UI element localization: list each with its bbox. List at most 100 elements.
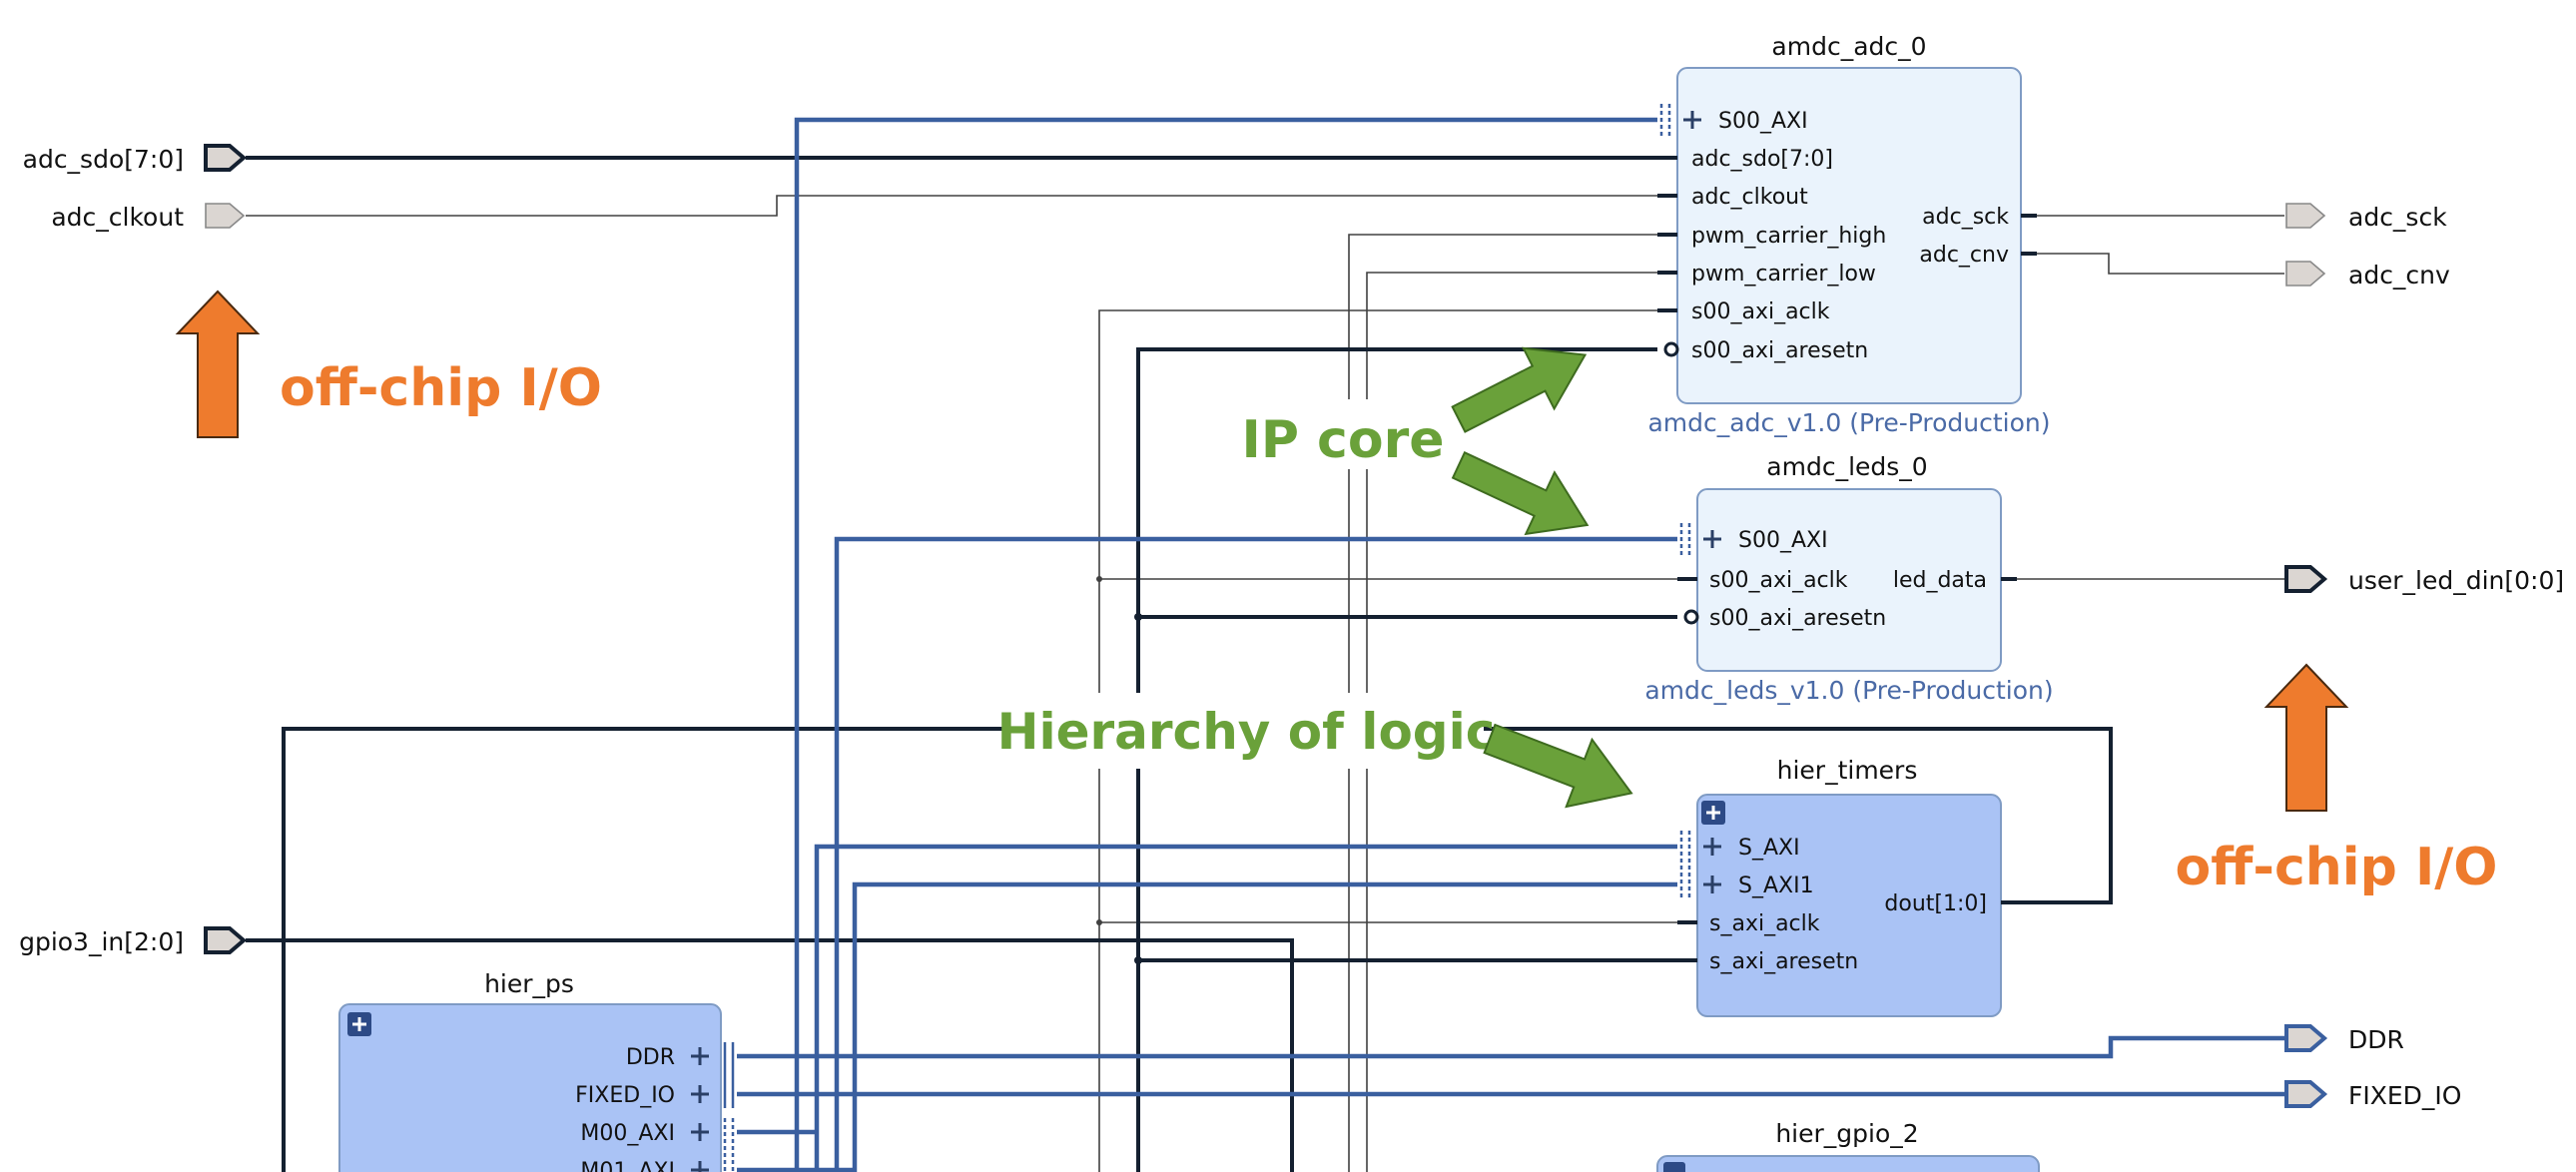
timers-port-dout[interactable]: dout[1:0] xyxy=(1884,891,1987,916)
adc-port-pwm-carrier-low[interactable]: pwm_carrier_low xyxy=(1691,262,1876,287)
block-hier-gpio-title: hier_gpio_2 xyxy=(1775,1119,1918,1148)
port-adc-clkout-label: adc_clkout xyxy=(51,203,184,232)
port-ddr[interactable]: DDR xyxy=(2284,1024,2404,1054)
bus-nets xyxy=(737,117,2284,1172)
expand-hierarchy-button[interactable] xyxy=(1701,801,1725,825)
wires xyxy=(246,117,2284,1172)
arrow-up-icon xyxy=(175,290,261,438)
annotation-offchip-left: off-chip I/O xyxy=(280,358,602,418)
adc-port-adc-sdo[interactable]: adc_sdo[7:0] xyxy=(1691,147,1833,172)
dark-nets xyxy=(246,156,2113,1172)
port-adc-sck[interactable]: adc_sck xyxy=(2285,203,2447,232)
port-ddr-label: DDR xyxy=(2348,1025,2404,1054)
port-gpio3-in[interactable]: gpio3_in[2:0] xyxy=(19,926,248,956)
arrow-right-icon xyxy=(1451,346,1588,433)
net-adc-cnv[interactable] xyxy=(2029,253,2284,275)
annotation-hierarchy: Hierarchy of logic xyxy=(997,703,1496,761)
inverted-input-icon xyxy=(1683,609,1699,625)
timers-port-s-axi1[interactable]: S_AXI1 xyxy=(1738,874,1814,898)
ps-port-ddr[interactable]: DDR xyxy=(626,1045,675,1070)
block-amdc-leds-subtitle: amdc_leds_v1.0 (Pre-Production) xyxy=(1644,676,2053,705)
expand-hierarchy-button[interactable] xyxy=(1663,1162,1685,1172)
port-gpio3-in-icon xyxy=(204,926,248,954)
port-adc-sck-label: adc_sck xyxy=(2348,203,2447,232)
adc-port-s00-axi[interactable]: S00_AXI xyxy=(1718,109,1808,134)
port-fixed-io-label: FIXED_IO xyxy=(2348,1081,2461,1110)
adc-port-adc-clkout[interactable]: adc_clkout xyxy=(1691,185,1808,210)
arrow-right-icon xyxy=(1483,723,1633,809)
arrow-up-icon xyxy=(2263,663,2349,812)
block-hier-ps[interactable]: hier_ps DDR FIXED_IO M00_AXI M01_AXI xyxy=(338,969,735,1172)
port-user-led-din[interactable]: user_led_din[0:0] xyxy=(2284,565,2564,595)
bus-connector-icon xyxy=(1679,523,1691,555)
bus-connector-icon xyxy=(1679,831,1691,900)
port-fixed-io-icon xyxy=(2284,1080,2328,1108)
arrow-right-icon xyxy=(1451,450,1590,536)
block-hier-gpio-body xyxy=(1656,1155,2040,1172)
ps-port-fixed-io[interactable]: FIXED_IO xyxy=(575,1083,675,1108)
timers-port-s-axi-aresetn[interactable]: s_axi_aresetn xyxy=(1709,949,1858,974)
block-hier-ps-title: hier_ps xyxy=(484,969,574,998)
expand-hierarchy-button[interactable] xyxy=(347,1012,371,1036)
block-amdc-adc-title: amdc_adc_0 xyxy=(1771,32,1926,61)
expand-plus-icon[interactable] xyxy=(1703,838,1721,893)
adc-port-adc-cnv[interactable]: adc_cnv xyxy=(1919,243,2009,268)
port-adc-sdo[interactable]: adc_sdo[7:0] xyxy=(23,144,248,174)
block-amdc-leds-title: amdc_leds_0 xyxy=(1766,452,1927,481)
annotations: off-chip I/O off-chip I/O IP core Hierar… xyxy=(175,290,2498,897)
port-adc-cnv-icon xyxy=(2285,261,2326,287)
leds-port-s00-axi-aclk[interactable]: s00_axi_aclk xyxy=(1709,568,1848,593)
port-gpio3-in-label: gpio3_in[2:0] xyxy=(19,927,184,956)
leds-port-led-data[interactable]: led_data xyxy=(1893,568,1987,593)
inverted-input-icon xyxy=(1663,341,1679,357)
block-hier-gpio[interactable]: hier_gpio_2 xyxy=(1656,1119,2040,1172)
port-adc-sck-icon xyxy=(2285,203,2326,229)
block-amdc-leds[interactable]: amdc_leds_0 S00_AXI s00_axi_aclk s00_axi… xyxy=(1644,452,2053,705)
net-adc-clkout[interactable] xyxy=(246,195,1657,217)
net-pwm-carrier-low[interactable] xyxy=(1366,272,1657,1172)
port-user-led-din-label: user_led_din[0:0] xyxy=(2348,566,2564,595)
adc-port-s00-axi-aclk[interactable]: s00_axi_aclk xyxy=(1691,299,1830,324)
external-ports: adc_sdo[7:0] adc_clkout gpio3_in[2:0] ad… xyxy=(19,144,2564,1110)
adc-port-adc-sck[interactable]: adc_sck xyxy=(1922,205,2009,230)
adc-port-s00-axi-aresetn[interactable]: s00_axi_aresetn xyxy=(1691,338,1868,363)
bus-s-axi1[interactable] xyxy=(852,881,1677,1172)
ps-port-m00-axi[interactable]: M00_AXI xyxy=(580,1121,675,1146)
bus-connector-icon xyxy=(723,1118,735,1172)
leds-port-s00-axi-aresetn[interactable]: s00_axi_aresetn xyxy=(1709,606,1886,631)
port-adc-sdo-icon xyxy=(204,144,248,172)
adc-port-pwm-carrier-high[interactable]: pwm_carrier_high xyxy=(1691,224,1886,249)
expand-plus-icon[interactable] xyxy=(1683,111,1701,129)
ps-port-m01-axi[interactable]: M01_AXI xyxy=(580,1159,675,1172)
port-adc-cnv-label: adc_cnv xyxy=(2348,261,2450,290)
bus-s00-axi-leds[interactable] xyxy=(834,536,1677,1172)
bus-ddr[interactable] xyxy=(737,1035,2284,1059)
block-hier-timers-title: hier_timers xyxy=(1777,756,1918,785)
block-amdc-adc-subtitle: amdc_adc_v1.0 (Pre-Production) xyxy=(1647,408,2050,437)
timers-port-s-axi-aclk[interactable]: s_axi_aclk xyxy=(1709,911,1820,936)
bus-s00-axi-adc[interactable] xyxy=(794,117,1657,1172)
port-adc-clkout[interactable]: adc_clkout xyxy=(51,203,246,232)
bus-connector-icon xyxy=(1659,104,1671,136)
port-adc-clkout-icon xyxy=(205,203,246,229)
port-ddr-icon xyxy=(2284,1024,2328,1052)
annotation-ip-core: IP core xyxy=(1241,410,1444,470)
block-hier-timers[interactable]: hier_timers S_AXI S_AXI1 s_axi_aclk s_ax… xyxy=(1677,756,2017,1017)
port-fixed-io[interactable]: FIXED_IO xyxy=(2284,1080,2461,1110)
port-adc-cnv[interactable]: adc_cnv xyxy=(2285,261,2450,290)
port-user-led-din-icon xyxy=(2284,565,2328,593)
timers-port-s-axi[interactable]: S_AXI xyxy=(1738,836,1800,861)
annotation-offchip-right: off-chip I/O xyxy=(2176,838,2498,897)
net-aresetn[interactable] xyxy=(1136,347,1657,1172)
bus-connector-icon xyxy=(723,1042,735,1108)
block-amdc-adc[interactable]: amdc_adc_0 S00_AXI adc_sdo[7:0] adc_clko… xyxy=(1647,32,2050,437)
block-hier-ps-body xyxy=(338,1003,722,1172)
net-pwm-carrier-high[interactable] xyxy=(1348,234,1657,1172)
leds-port-s00-axi[interactable]: S00_AXI xyxy=(1738,528,1828,553)
expand-plus-icon[interactable] xyxy=(691,1047,709,1172)
net-dout[interactable] xyxy=(282,727,2113,1172)
expand-plus-icon[interactable] xyxy=(1703,530,1721,548)
bus-s-axi[interactable] xyxy=(814,844,1677,1172)
port-adc-sdo-label: adc_sdo[7:0] xyxy=(23,145,184,174)
